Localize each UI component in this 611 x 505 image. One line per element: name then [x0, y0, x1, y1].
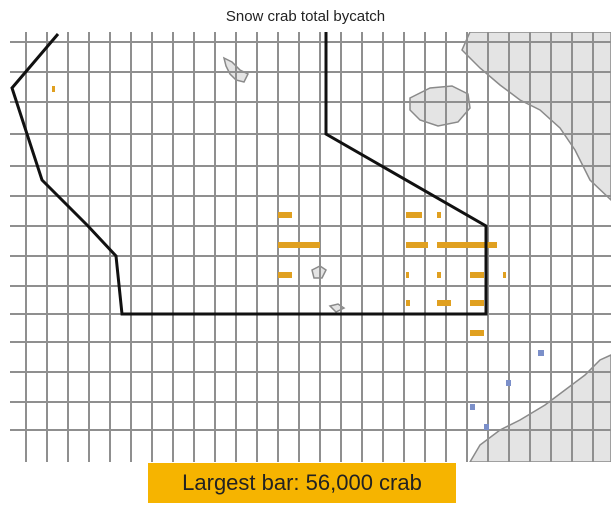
bycatch-bar: [406, 272, 409, 278]
nunivak-island: [409, 85, 471, 127]
bycatch-bar: [406, 212, 422, 218]
bycatch-bar: [437, 300, 451, 306]
alaska-peninsula: [469, 354, 611, 462]
map-title: Snow crab total bycatch: [225, 8, 386, 25]
bycatch-bar: [52, 86, 55, 92]
bycatch-bar: [506, 380, 511, 386]
bycatch-bar: [470, 272, 484, 278]
bycatch-bar: [470, 404, 475, 410]
bycatch-bar: [470, 300, 484, 306]
bycatch-bar: [437, 242, 497, 248]
bycatch-bar: [503, 272, 506, 278]
bycatch-bar: [406, 300, 410, 306]
bycatch-bar: [278, 272, 292, 278]
bycatch-bars: [52, 86, 544, 430]
largest-bar-callout: Largest bar: 56,000 crab: [148, 463, 456, 503]
bycatch-bar: [406, 242, 428, 248]
bycatch-bar: [278, 212, 292, 218]
mainland-alaska: [461, 32, 611, 202]
bycatch-map: [10, 32, 611, 462]
bycatch-bar: [437, 272, 441, 278]
bycatch-bar: [470, 330, 484, 336]
bycatch-bar: [278, 242, 320, 248]
bycatch-bar: [538, 350, 544, 356]
bycatch-bar: [437, 212, 441, 218]
bycatch-bar: [484, 424, 489, 430]
survey-boundary: [10, 32, 488, 316]
